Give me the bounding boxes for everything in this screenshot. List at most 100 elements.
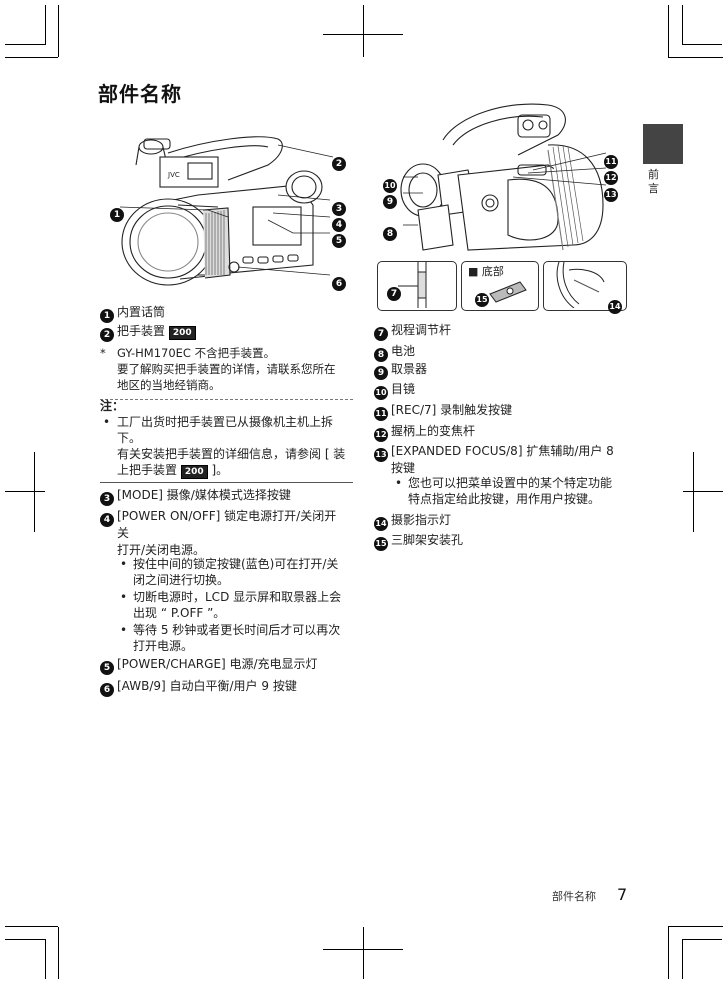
list-item-13: 13[EXPANDED FOCUS/8] 扩焦辅助/用户 8 xyxy=(374,443,614,462)
item-number: 7 xyxy=(374,327,388,341)
crop-mark xyxy=(363,5,364,57)
bullet-dot: • xyxy=(120,590,128,604)
callout-11-icon: 11 xyxy=(604,155,618,169)
page-ref-badge[interactable]: 200 xyxy=(168,326,196,340)
camera-rear-illustration xyxy=(400,103,607,251)
item-number: 12 xyxy=(374,428,388,442)
callout-12-icon: 12 xyxy=(604,171,618,185)
crop-mark xyxy=(323,949,403,950)
crop-mark xyxy=(668,57,723,58)
item4-bullet2-l1: 切断电源时，LCD 显示屏和取景器上会 xyxy=(133,590,342,604)
item-label: 摄影指示灯 xyxy=(391,513,452,527)
star-note-line2: 要了解购买把手装置的详情，请联系您所在 xyxy=(117,362,336,376)
item-number: 2 xyxy=(100,328,114,342)
crop-mark xyxy=(58,5,59,57)
item-label: 把手装置 xyxy=(117,324,166,338)
item-number: 4 xyxy=(100,513,114,527)
note-end-rule xyxy=(100,482,353,483)
callout-7-icon: 7 xyxy=(387,287,401,301)
callout-10-icon: 10 xyxy=(383,179,397,193)
item4-bullet1-l2: 闭之间进行切换。 xyxy=(133,573,230,587)
crop-mark xyxy=(58,927,59,979)
item4-bullet3-l2: 打开电源。 xyxy=(133,639,194,653)
crop-mark xyxy=(682,939,683,979)
item4-line2: 关 xyxy=(117,526,130,540)
crop-mark xyxy=(668,5,669,57)
section-tab xyxy=(643,124,683,164)
item-label: [REC/7] 录制触发按键 xyxy=(391,403,513,417)
crop-mark xyxy=(45,939,46,979)
list-item-5: 5[POWER/CHARGE] 电源/充电显示灯 xyxy=(100,656,318,675)
callout-14-icon: 14 xyxy=(608,300,622,314)
item-label: 目镜 xyxy=(391,382,416,396)
item-label: [POWER/CHARGE] 电源/充电显示灯 xyxy=(117,657,318,671)
star-note: * xyxy=(100,345,106,362)
callout-4-icon: 4 xyxy=(332,218,346,232)
item13-line2: 按键 xyxy=(391,461,416,475)
note-line4: 上把手装置 200 ]。 xyxy=(117,462,228,479)
star-note-line1: GY-HM170EC 不含把手装置。 xyxy=(117,346,276,360)
item-number: 6 xyxy=(100,683,114,697)
note-line4-text: 上把手装置 xyxy=(117,463,178,477)
star-note-line3: 地区的当地经销商。 xyxy=(117,378,221,392)
item4-bullet3-l1: 等待 5 秒钟或者更长时间后才可以再次 xyxy=(133,623,341,637)
crop-mark xyxy=(5,491,45,492)
page-ref-badge[interactable]: 200 xyxy=(180,465,208,479)
item-number: 10 xyxy=(374,386,388,400)
note-divider xyxy=(100,399,353,400)
item13-bullet-l2: 特点指定给此按键，用作用户按键。 xyxy=(408,492,601,506)
crop-mark xyxy=(363,927,364,979)
item-number: 8 xyxy=(374,348,388,362)
item-label: [POWER ON/OFF] 锁定电源打开/关闭开 xyxy=(117,509,337,523)
list-item-3: 3[MODE] 摄像/媒体模式选择按键 xyxy=(100,487,291,506)
crop-mark xyxy=(668,926,723,927)
footer-section: 部件名称 xyxy=(552,890,596,903)
list-item-6: 6[AWB/9] 自动白平衡/用户 9 按键 xyxy=(100,678,297,697)
crop-mark xyxy=(682,5,683,45)
item-number: 3 xyxy=(100,492,114,506)
callout-13-icon: 13 xyxy=(604,188,618,202)
item-number: 14 xyxy=(374,517,388,531)
item4-bullet1-l1: 按住中间的锁定按键(蓝色)可在打开/关 xyxy=(133,557,339,571)
crop-mark xyxy=(45,5,46,45)
item-label: [AWB/9] 自动白平衡/用户 9 按键 xyxy=(117,679,297,693)
callout-1-icon: 1 xyxy=(110,208,124,222)
item-number: 5 xyxy=(100,661,114,675)
section-tab-label: 前言 xyxy=(648,168,659,195)
item-number: 15 xyxy=(374,537,388,551)
item-number: 13 xyxy=(374,448,388,462)
crop-mark xyxy=(682,939,722,940)
crop-mark xyxy=(5,57,58,58)
callout-2-icon: 2 xyxy=(332,157,346,171)
item-number: 1 xyxy=(100,309,114,323)
bullet-dot: • xyxy=(120,557,128,571)
note-line4-end: ]。 xyxy=(211,463,229,477)
callout-6-icon: 6 xyxy=(332,277,346,291)
crop-mark xyxy=(668,927,669,979)
crop-mark xyxy=(5,44,45,45)
camera-front-illustration: JVC xyxy=(119,136,334,286)
asterisk-mark: * xyxy=(100,346,106,360)
item-label: 三脚架安装孔 xyxy=(391,533,464,547)
list-item-11: 11[REC/7] 录制触发按键 xyxy=(374,402,512,421)
bullet-dot: • xyxy=(103,415,111,429)
crop-mark xyxy=(683,491,723,492)
item-label: 视程调节杆 xyxy=(391,323,452,337)
crop-mark xyxy=(682,44,722,45)
item-label: [MODE] 摄像/媒体模式选择按键 xyxy=(117,488,291,502)
note-line3: 有关安装把手装置的详细信息，请参阅 [ 装 xyxy=(117,447,346,461)
note-heading: 注： xyxy=(100,399,125,413)
callout-3-icon: 3 xyxy=(332,202,346,216)
crop-mark xyxy=(323,34,403,35)
item-label: [EXPANDED FOCUS/8] 扩焦辅助/用户 8 xyxy=(391,444,614,458)
bullet-dot: • xyxy=(120,623,128,637)
bottom-label: ■ 底部 xyxy=(468,265,504,278)
crop-mark xyxy=(5,926,58,927)
